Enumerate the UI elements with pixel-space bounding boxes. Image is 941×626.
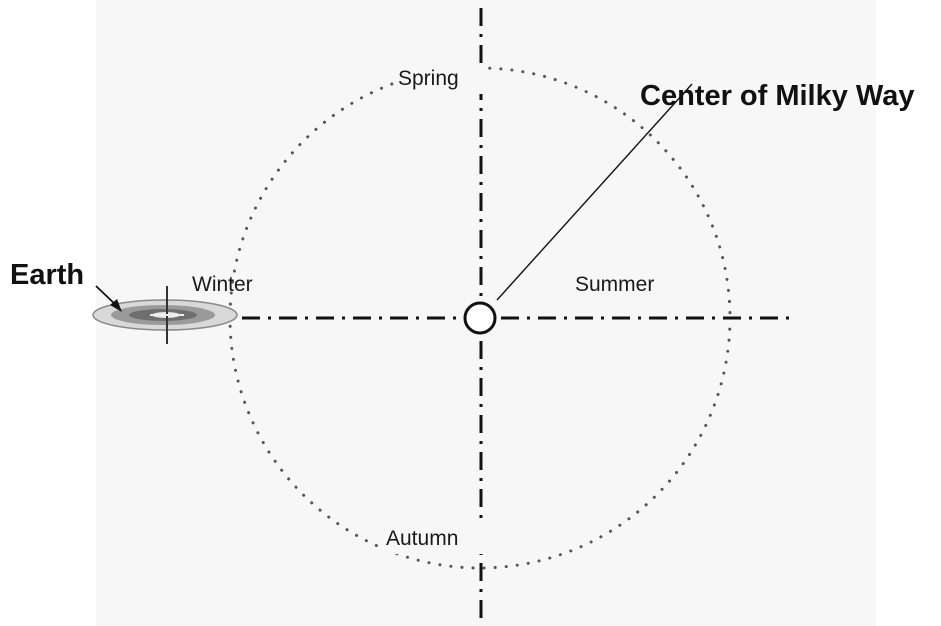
earth-label: Earth: [10, 259, 84, 292]
winter-label: Winter: [192, 273, 253, 297]
circle-marker-icon: [465, 303, 495, 333]
spring-label: Spring: [398, 67, 459, 91]
center-of-milky-way-label: Center of Milky Way: [640, 80, 914, 113]
autumn-label: Autumn: [386, 527, 458, 551]
summer-label: Summer: [575, 273, 654, 297]
